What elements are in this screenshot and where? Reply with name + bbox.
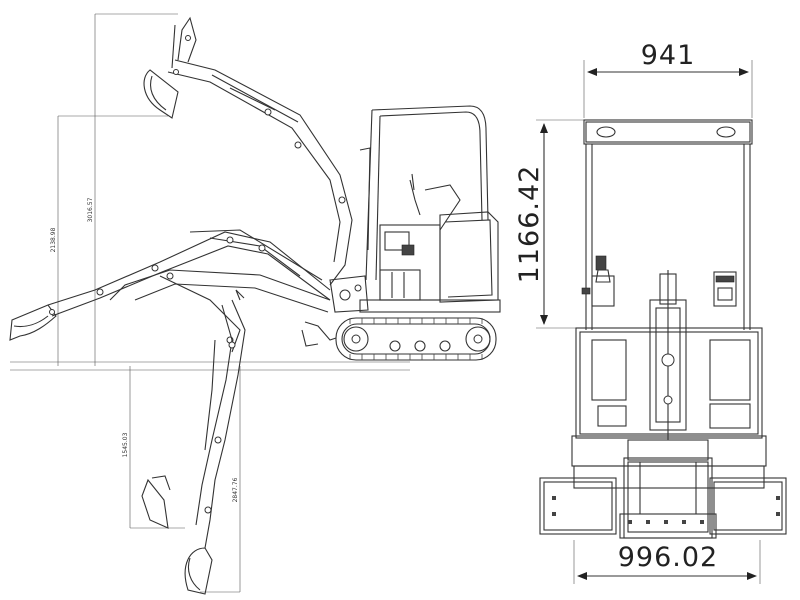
dim-height-label: 1166.42 <box>514 165 545 284</box>
boom-horizontal <box>9 229 331 341</box>
side-undercarriage <box>301 317 497 361</box>
dim-bottom-right-label: 2847.76 <box>232 477 239 502</box>
dim-left-inner-label: 2138.98 <box>50 227 57 252</box>
dim-bottom-left-label: 1545.03 <box>122 432 129 457</box>
front-canopy <box>583 119 753 330</box>
boom-digging <box>141 289 246 595</box>
dim-width-tracks <box>573 540 761 584</box>
boom-raised <box>143 16 353 286</box>
side-view: 3016.57 2138.98 1545.03 2847.76 <box>9 13 501 595</box>
dim-width-top-label: 941 <box>641 40 696 71</box>
side-upper-structure <box>329 105 501 313</box>
side-dimension-lines <box>10 13 410 593</box>
front-controls <box>581 255 737 307</box>
front-body <box>571 327 767 489</box>
dim-width-top <box>583 60 753 118</box>
front-boom <box>627 270 709 461</box>
dim-left-outer-label: 3016.57 <box>87 197 94 222</box>
front-bucket <box>619 457 717 539</box>
front-tracks <box>539 477 787 535</box>
dim-width-tracks-label: 996.02 <box>618 542 718 573</box>
boom-lowered <box>109 269 331 353</box>
front-view: 941 1166.42 996.02 <box>514 40 787 584</box>
